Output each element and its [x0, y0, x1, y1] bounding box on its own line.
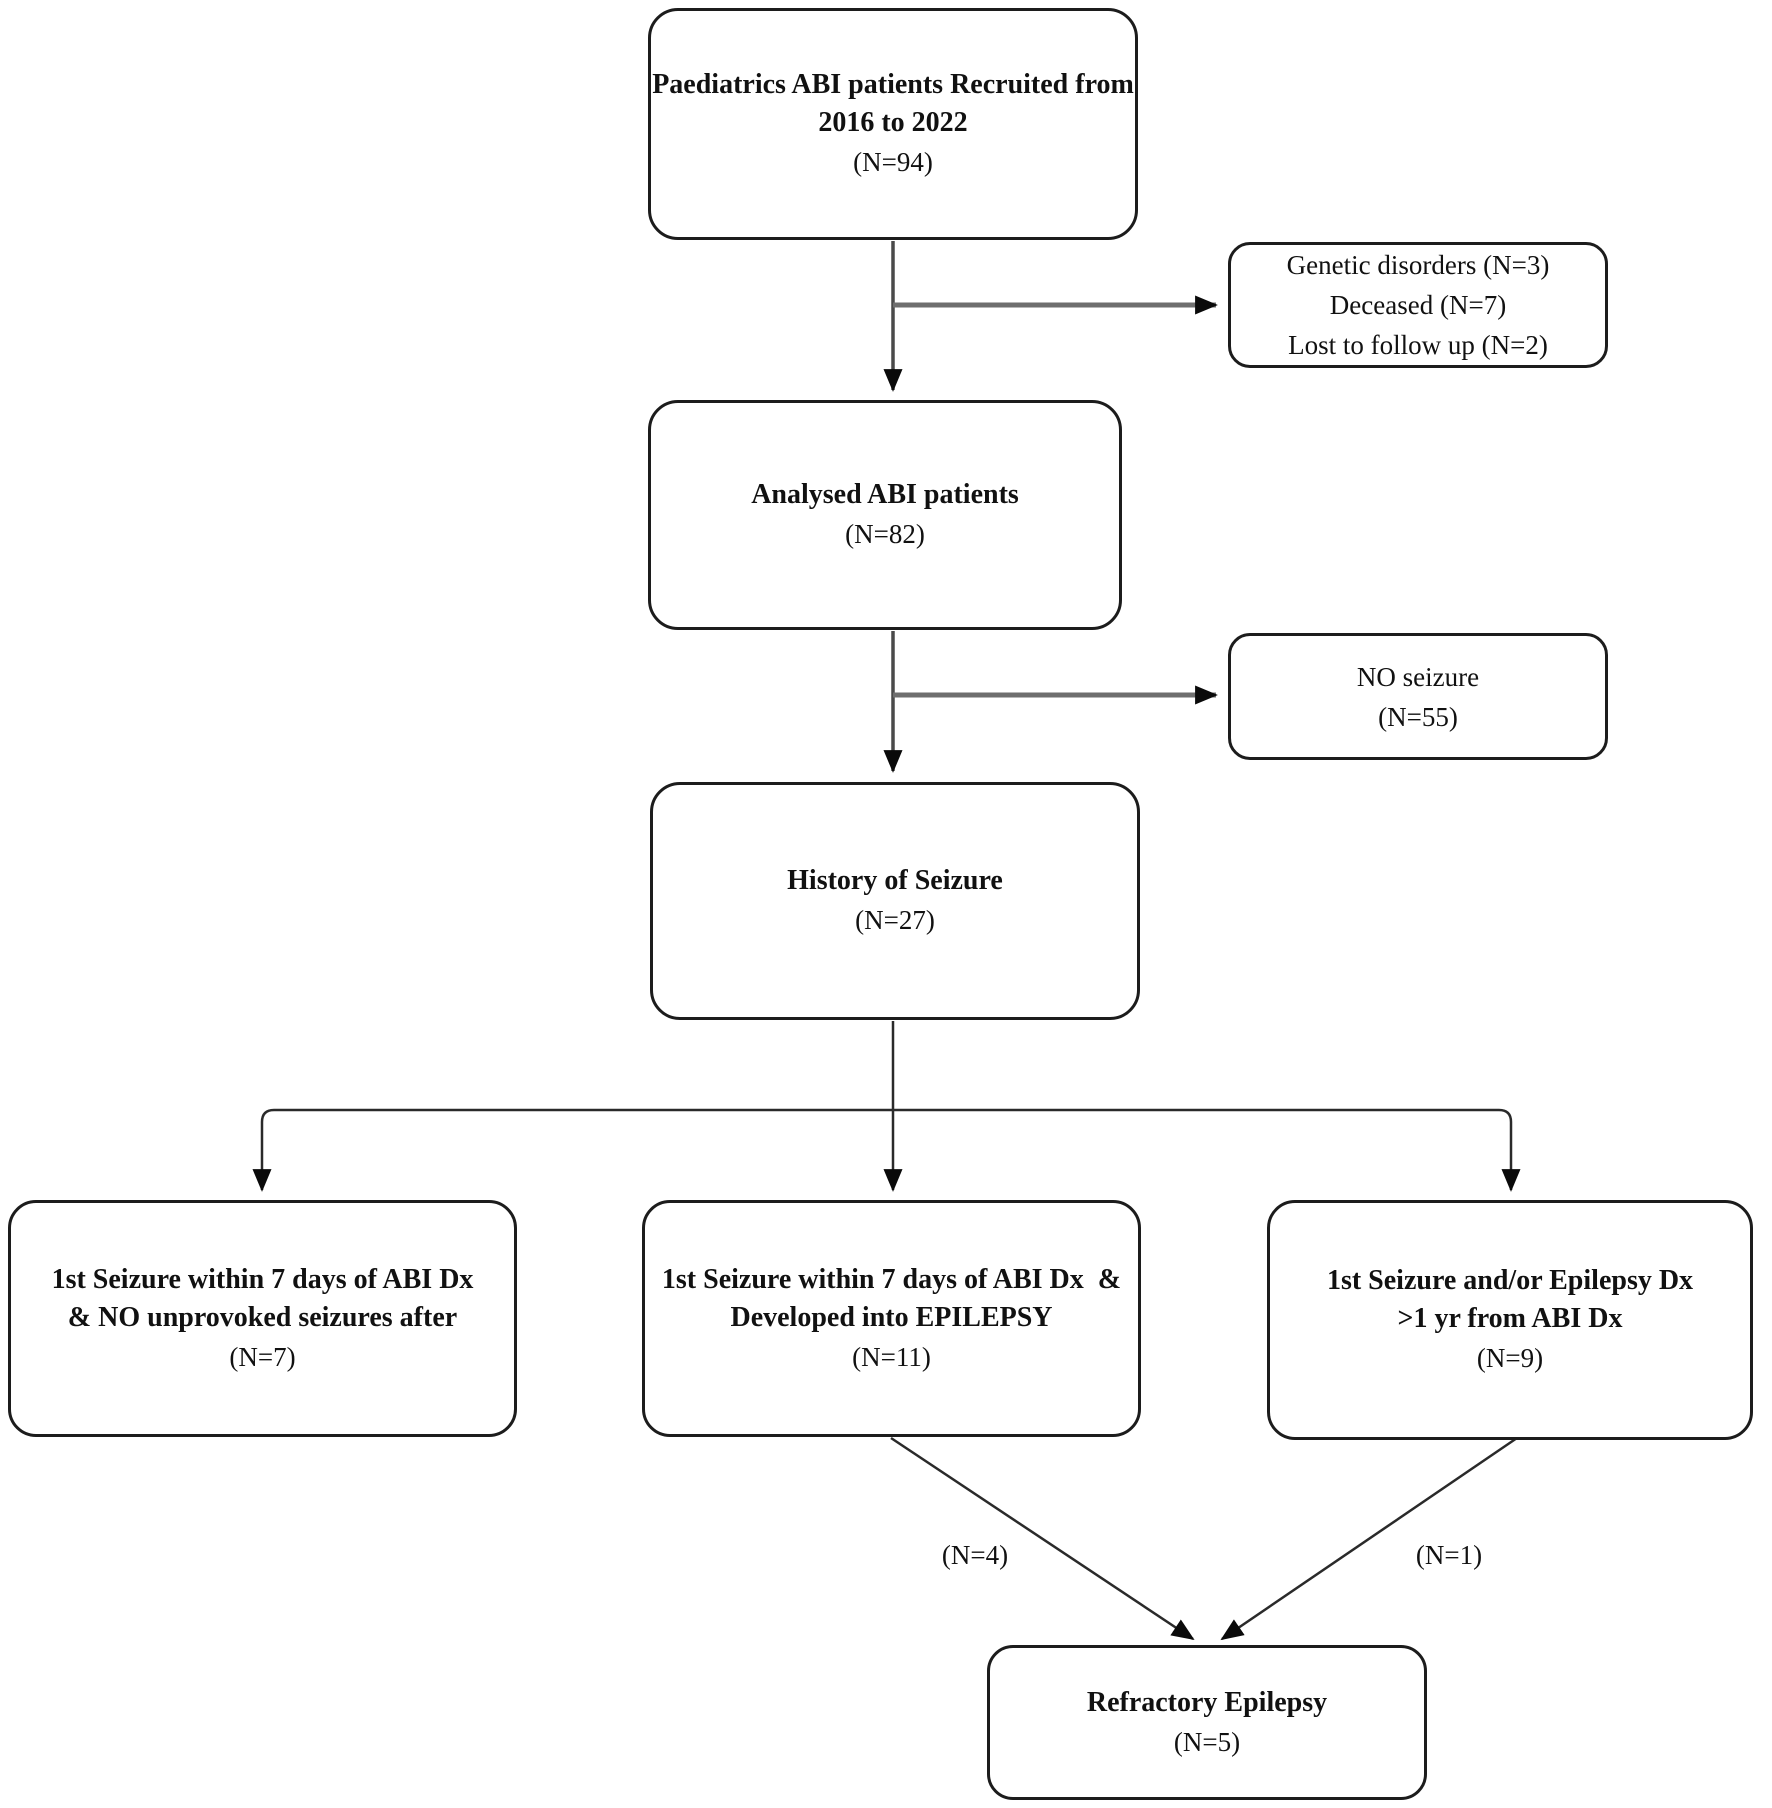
- node-branch-left-line2: & NO unprovoked seizures after: [67, 1301, 458, 1333]
- node-branch-right: 1st Seizure and/or Epilepsy Dx >1 yr fro…: [1267, 1200, 1753, 1440]
- node-recruited-title-line1: Paediatrics ABI patients Recruited from: [652, 69, 1134, 100]
- node-branch-left: 1st Seizure within 7 days of ABI Dx & NO…: [8, 1200, 517, 1437]
- node-analysed-count: (N=82): [845, 519, 925, 549]
- node-refractory: Refractory Epilepsy (N=5): [987, 1645, 1427, 1800]
- node-excluded-line1: Genetic disorders (N=3): [1286, 250, 1550, 280]
- node-recruited-count: (N=94): [853, 147, 933, 177]
- node-recruited: Paediatrics ABI patients Recruited from …: [648, 8, 1138, 240]
- edge-history-right: [893, 1108, 1521, 1192]
- node-no-seizure: NO seizure (N=55): [1228, 633, 1608, 760]
- node-branch-right-count: (N=9): [1476, 1343, 1544, 1373]
- node-branch-mid: 1st Seizure within 7 days of ABI Dx & De…: [642, 1200, 1141, 1437]
- edge-right-refractory: [1220, 1436, 1518, 1641]
- node-analysed: Analysed ABI patients (N=82): [648, 400, 1122, 630]
- node-history: History of Seizure (N=27): [650, 782, 1140, 1020]
- node-recruited-title-line2: 2016 to 2022: [818, 107, 968, 138]
- edge-history-left: [252, 1108, 893, 1192]
- node-branch-mid-count: (N=11): [852, 1341, 931, 1372]
- edge-label-n1: (N=1): [1415, 1540, 1483, 1570]
- node-refractory-title: Refractory Epilepsy: [1086, 1686, 1328, 1718]
- node-no-seizure-title: NO seizure: [1356, 661, 1480, 692]
- node-analysed-title: Analysed ABI patients: [751, 479, 1019, 510]
- node-excluded-line3: Lost to follow up (N=2): [1288, 330, 1548, 360]
- edge-label-n4: (N=4): [941, 1540, 1009, 1570]
- edge-mid-refractory: [890, 1436, 1195, 1641]
- node-branch-left-count: (N=7): [229, 1341, 296, 1372]
- node-branch-mid-line2: Developed into EPILEPSY: [730, 1301, 1053, 1333]
- node-excluded-line2: Deceased (N=7): [1329, 290, 1507, 320]
- node-branch-left-line1: 1st Seizure within 7 days of ABI Dx: [51, 1263, 474, 1295]
- node-history-title: History of Seizure: [787, 865, 1003, 896]
- node-no-seizure-count: (N=55): [1378, 701, 1458, 732]
- node-refractory-count: (N=5): [1173, 1726, 1241, 1757]
- node-excluded: Genetic disorders (N=3) Deceased (N=7) L…: [1228, 242, 1608, 368]
- node-branch-right-line1: 1st Seizure and/or Epilepsy Dx: [1326, 1265, 1694, 1296]
- node-history-count: (N=27): [855, 905, 935, 935]
- node-branch-mid-line1: 1st Seizure within 7 days of ABI Dx &: [661, 1263, 1122, 1295]
- node-branch-right-line2: >1 yr from ABI Dx: [1397, 1303, 1623, 1334]
